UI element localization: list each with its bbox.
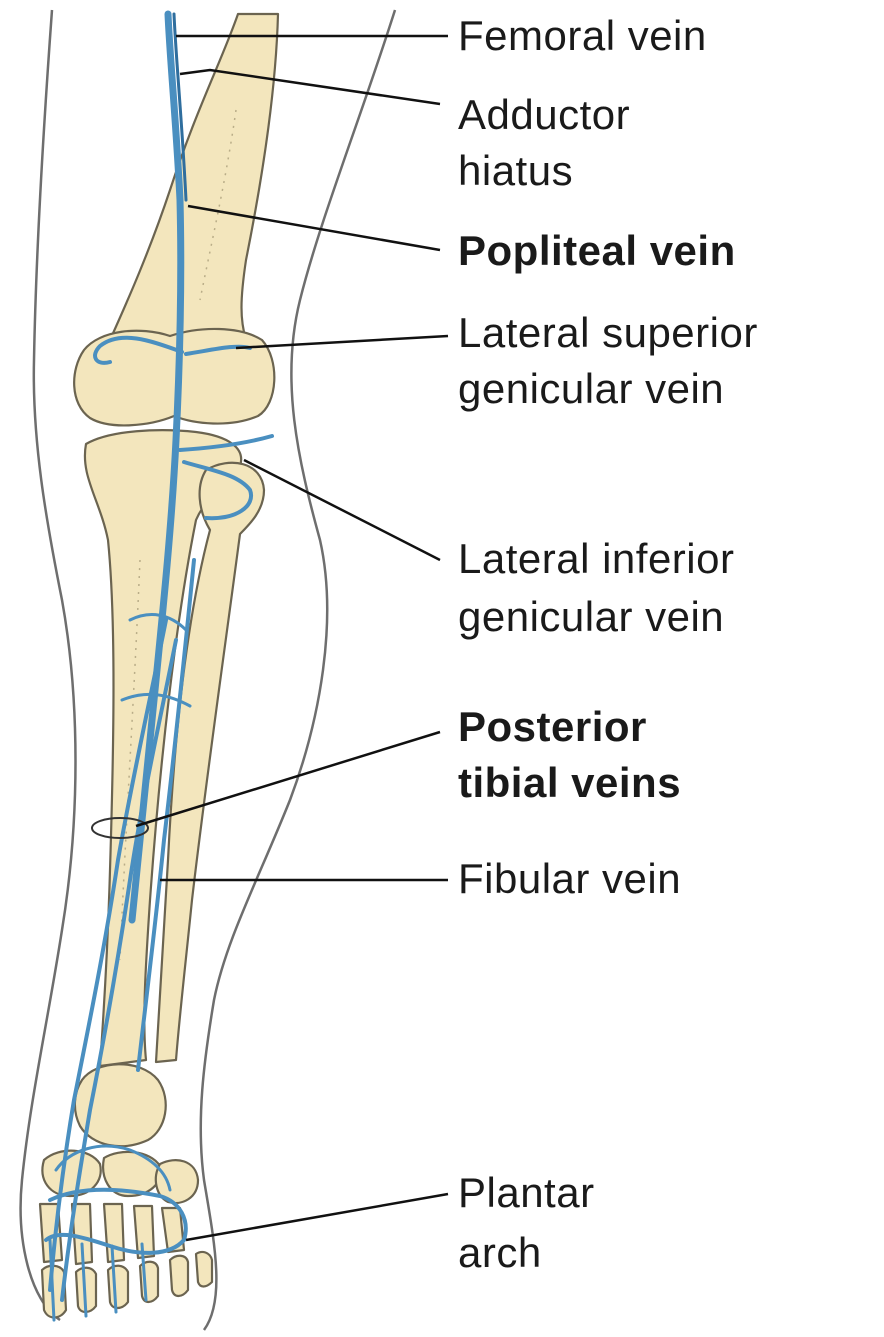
label-lateral-superior-line1: Lateral superior (458, 306, 758, 360)
talus (75, 1064, 166, 1146)
label-posterior-tibial-line2: tibial veins (458, 756, 681, 810)
label-femoral-vein: Femoral vein (458, 9, 707, 63)
femur (110, 14, 278, 340)
label-fibular-vein: Fibular vein (458, 852, 681, 906)
label-posterior-tibial-line1: Posterior (458, 700, 647, 754)
leader-lateral-superior (236, 336, 448, 348)
label-lateral-inferior-line2: genicular vein (458, 590, 724, 644)
label-lateral-inferior-line1: Lateral inferior (458, 532, 734, 586)
label-plantar-arch-line1: Plantar (458, 1166, 595, 1220)
label-adductor-hiatus-line2: hiatus (458, 144, 573, 198)
label-popliteal-vein: Popliteal vein (458, 224, 736, 278)
label-plantar-arch-line2: arch (458, 1226, 542, 1280)
leader-plantar-arch (186, 1194, 448, 1240)
label-adductor-hiatus-line1: Adductor (458, 88, 630, 142)
leader-lateral-inferior (244, 460, 440, 560)
label-lateral-superior-line2: genicular vein (458, 362, 724, 416)
